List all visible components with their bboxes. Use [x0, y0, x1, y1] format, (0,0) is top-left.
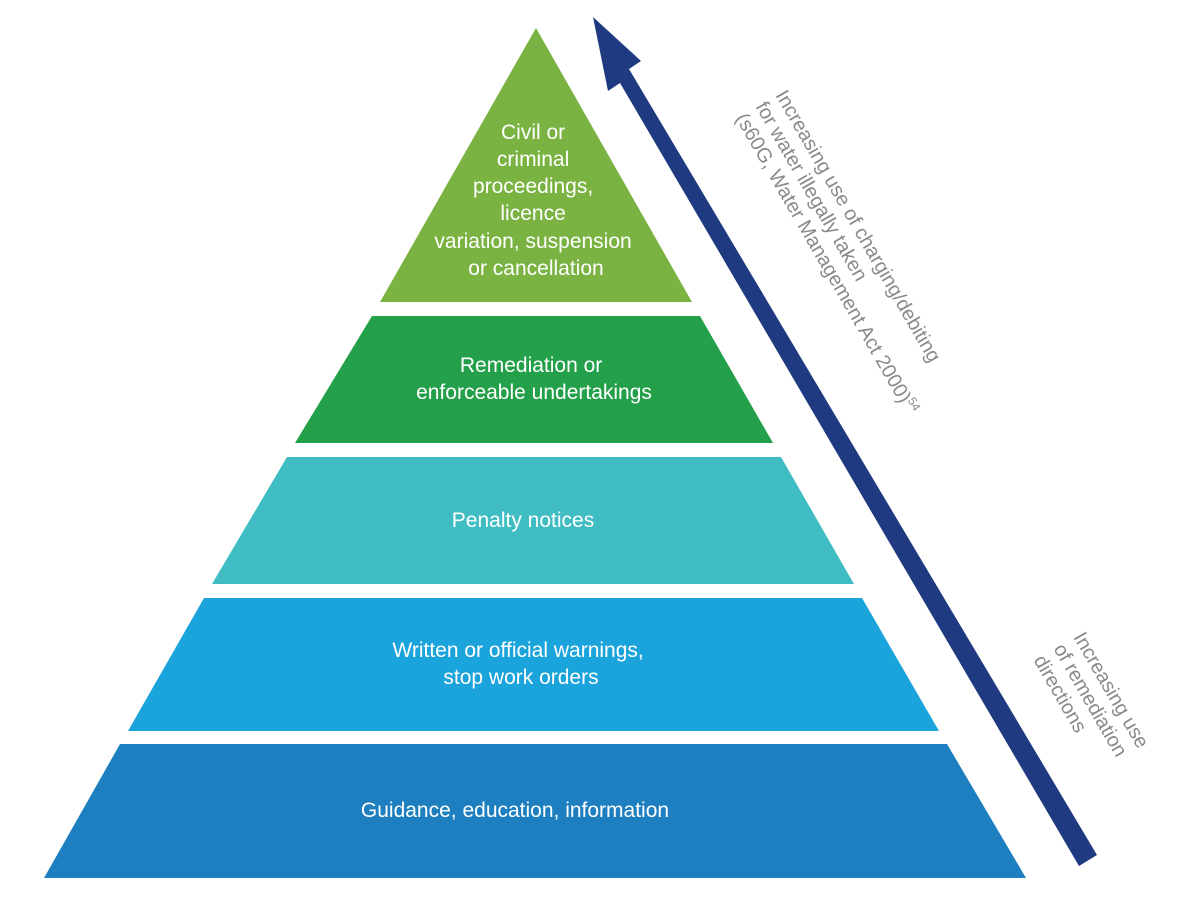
increasing-arrow [593, 17, 1097, 866]
pyramid-tier-3: Penalty notices [212, 457, 854, 584]
pyramid-tier-2-shape [295, 316, 773, 443]
pyramid-tier-3-label: Penalty notices [452, 509, 594, 532]
pyramid-tier-4-label: Written or official warnings, stop work … [392, 639, 649, 689]
pyramid-tier-1-shape [380, 28, 692, 302]
pyramid-tier-1: Civil or criminal proceedings, licence v… [380, 28, 692, 302]
arrow-annotation: Increasing use of charging/debiting for … [731, 87, 962, 419]
pyramid-tier-4: Written or official warnings, stop work … [128, 598, 939, 731]
tier-1-label-line: variation, suspension [434, 230, 631, 253]
footnote-marker: 54 [905, 395, 924, 414]
pyramid-tier-3-shape [212, 457, 854, 584]
pyramid-tier-2: Remediation or enforceable undertakings [295, 316, 773, 443]
tier-4-label-line: Written or official warnings, [392, 639, 643, 662]
tier-5-label-line: Guidance, education, information [361, 799, 669, 822]
tier-2-label-line: enforceable undertakings [416, 381, 652, 404]
tier-4-label-line: stop work orders [443, 666, 598, 689]
tier-1-label-line: criminal [497, 148, 569, 171]
tier-2-label-line: Remediation or [460, 354, 602, 377]
tier-1-label-line: licence [500, 202, 565, 225]
pyramid-tier-5: Guidance, education, information [44, 744, 1026, 878]
pyramid-tier-5-shape [44, 744, 1026, 878]
pyramid-tier-1-label: Civil or criminal proceedings, licence v… [434, 121, 637, 280]
pyramid-tier-4-shape [128, 598, 939, 731]
edge-annotation: Increasing use of remediation directions [1029, 629, 1156, 780]
tier-1-label-line: proceedings, [473, 175, 593, 198]
pyramid-tier-2-label: Remediation or enforceable undertakings [416, 354, 652, 404]
tier-1-label-line: or cancellation [468, 257, 603, 280]
tier-1-label-line: Civil or [501, 121, 565, 144]
tier-3-label-line: Penalty notices [452, 509, 594, 532]
pyramid-tier-5-label: Guidance, education, information [361, 799, 669, 822]
